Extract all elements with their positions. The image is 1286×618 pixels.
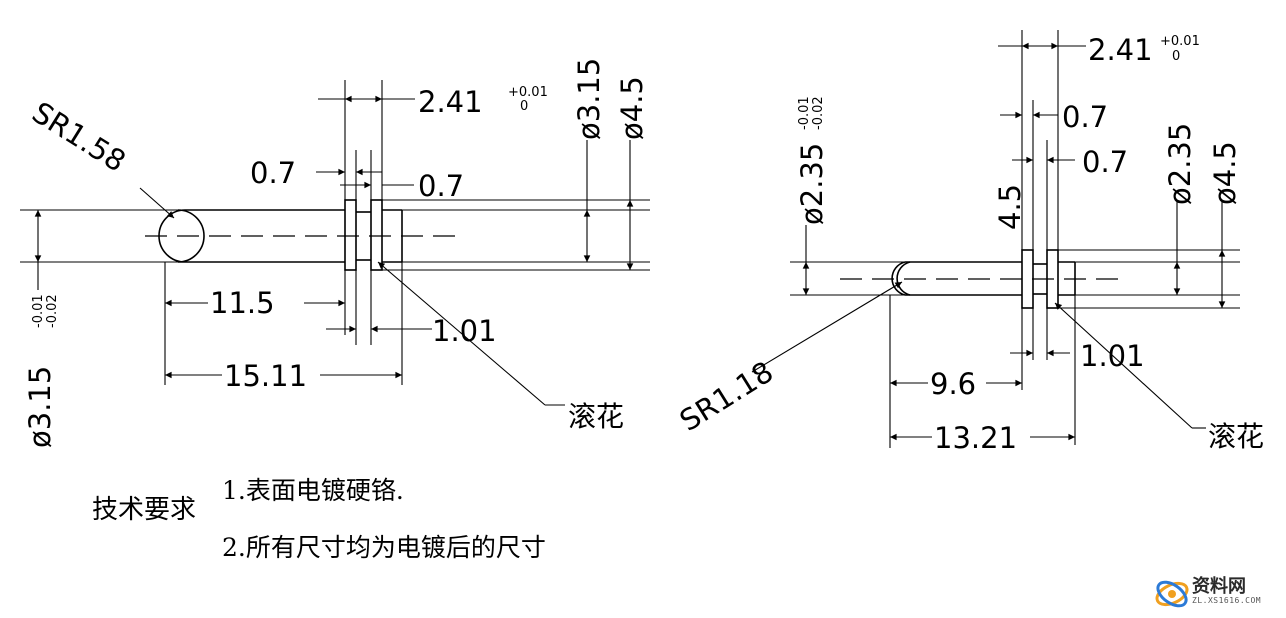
notes-item-2: 2.所有尺寸均为电镀后的尺寸 <box>222 533 546 562</box>
watermark-swirl-icon <box>1155 580 1189 608</box>
left-dim-dia-inner: ø3.15 <box>572 58 606 140</box>
right-dim-dia-outer: ø4.5 <box>1208 141 1242 205</box>
left-extension-lines <box>20 80 650 385</box>
right-dim-dia-left: ø2.35 <box>795 143 829 225</box>
right-dim-sr: SR1.18 <box>674 354 779 437</box>
notes-title: 技术要求 <box>92 495 197 525</box>
left-label-knurl: 滚花 <box>568 400 624 433</box>
left-dim-dia-left-tol-upper: -0.01 <box>31 294 46 328</box>
right-dim-small-1: 0.7 <box>1062 100 1108 134</box>
watermark-text-en: ZL.XS1616.COM <box>1192 596 1262 605</box>
left-view: 2.41 +0.01 0 0.7 0.7 ø3.15 ø4.5 ø3.15 -0… <box>20 58 650 448</box>
left-dim-len-1: 11.5 <box>210 286 275 320</box>
right-extension-lines <box>790 30 1240 448</box>
right-view: 2.41 +0.01 0 0.7 0.7 ø2.35 -0.01 -0.02 4… <box>674 30 1264 455</box>
notes-item-1: 1.表面电镀硬铬. <box>222 476 404 505</box>
left-dim-top-width: 2.41 <box>418 85 483 119</box>
left-dim-len-total: 15.11 <box>224 359 307 393</box>
right-dim-len-total: 13.21 <box>934 421 1017 455</box>
right-shaft-outline <box>891 249 1076 309</box>
right-dim-dia-left-tol-lower: -0.02 <box>811 96 826 130</box>
left-dim-dia-left: ø3.15 <box>23 366 57 448</box>
left-dim-sr: SR1.58 <box>26 95 131 178</box>
watermark-text-cn: 资料网 <box>1192 576 1246 597</box>
left-dim-top-tol-lower: 0 <box>520 99 528 114</box>
right-dim-top-tol-upper: +0.01 <box>1160 34 1200 49</box>
right-label-knurl: 滚花 <box>1208 420 1264 453</box>
right-dim-top-width: 2.41 <box>1088 33 1153 67</box>
right-dim-small-2: 0.7 <box>1082 145 1128 179</box>
watermark-logo: 资料网 ZL.XS1616.COM <box>1152 570 1282 614</box>
right-dim-dia-left-tol-upper: -0.01 <box>797 96 812 130</box>
right-dim-len-1: 9.6 <box>930 367 976 401</box>
right-dim-vertical: 4.5 <box>993 184 1027 230</box>
left-dim-small-left: 0.7 <box>250 156 296 190</box>
left-dim-gap: 1.01 <box>432 314 497 348</box>
right-dim-dia-inner: ø2.35 <box>1163 123 1197 205</box>
left-dim-top-tol-upper: +0.01 <box>508 85 548 100</box>
right-dim-top-tol-lower: 0 <box>1172 49 1180 64</box>
left-shaft-outline <box>158 199 403 271</box>
left-dim-small-right: 0.7 <box>418 169 464 203</box>
left-dim-dia-left-tol-lower: -0.02 <box>45 294 60 328</box>
left-dim-dia-outer: ø4.5 <box>615 76 649 140</box>
